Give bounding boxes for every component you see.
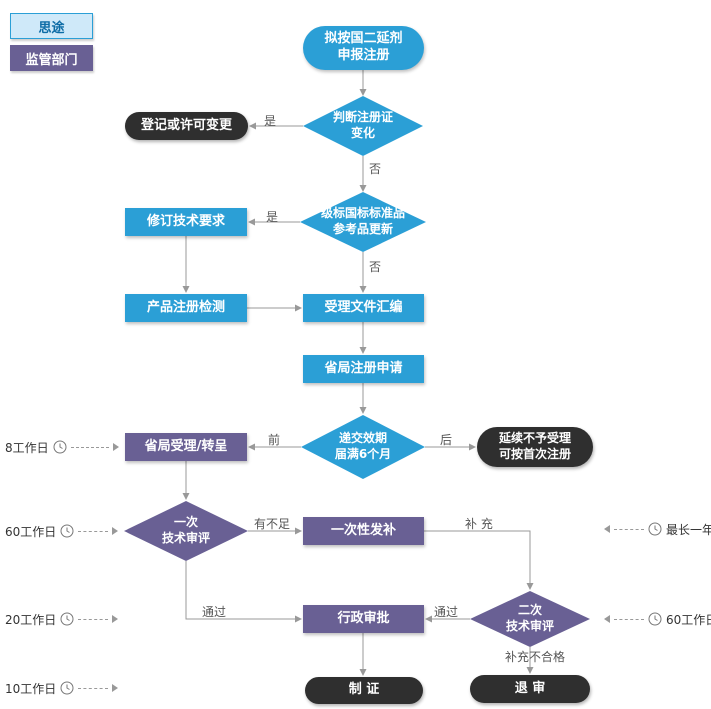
node-first-review: 一次 技术审评 — [124, 501, 248, 561]
clock-icon — [648, 612, 662, 626]
duration-label: 最长一年 — [666, 522, 711, 537]
node-second-review: 二次 技术审评 — [470, 591, 590, 647]
legend-situ: 思途 — [10, 13, 93, 39]
duration-label: 60工作日 — [5, 524, 57, 539]
node-decision-standard-update: 级标国标标准品 参考品更新 — [300, 192, 426, 252]
arrowhead-right-icon — [112, 684, 119, 692]
arrowhead-right-icon — [112, 527, 119, 535]
edge-label-yes-1: 是 — [264, 114, 277, 128]
arrowhead-right-icon — [112, 615, 119, 623]
dashed-connector — [78, 618, 109, 620]
node-product-test: 产品注册检测 — [125, 294, 247, 322]
node-provincial-application: 省局注册申请 — [303, 355, 424, 383]
dashed-connector — [614, 618, 644, 620]
clock-icon — [648, 522, 662, 536]
edge-label-insufficient: 有不足 — [254, 517, 291, 531]
dashed-connector — [70, 446, 109, 448]
node-certificate-issue: 制 证 — [305, 677, 423, 704]
dashed-connector — [614, 528, 644, 530]
clock-icon — [60, 524, 74, 538]
clock-icon — [60, 612, 74, 626]
node-document-compile: 受理文件汇编 — [303, 294, 424, 322]
node-registration-change: 登记或许可变更 — [125, 112, 248, 140]
dashed-connector — [78, 687, 109, 689]
node-admin-approval: 行政审批 — [303, 605, 424, 633]
edge-label-pass-2: 通过 — [434, 605, 459, 619]
arrowhead-left-icon — [604, 615, 610, 623]
timeline-right-one-year: 最长一年 — [604, 521, 711, 537]
timeline-left-10days: 10工作日 — [5, 680, 119, 696]
node-start: 拟按国二延剂 申报注册 — [303, 26, 424, 70]
edge-label-supplement: 补 充 — [465, 517, 493, 531]
timeline-right-60days: 60工作日 — [604, 611, 711, 627]
node-revise-requirements: 修订技术要求 — [125, 208, 247, 236]
node-decision-expiry: 递交效期 届满6个月 — [301, 415, 425, 479]
clock-icon — [53, 440, 67, 454]
edge-label-after: 后 — [440, 433, 453, 447]
duration-label: 20工作日 — [5, 612, 57, 627]
timeline-left-20days: 20工作日 — [5, 611, 119, 627]
edge-label-no-2: 否 — [369, 260, 382, 274]
dashed-connector — [78, 530, 109, 532]
duration-label: 8工作日 — [5, 440, 49, 455]
timeline-left-8days: 8工作日 — [5, 439, 119, 455]
legend-regulator: 监管部门 — [10, 45, 93, 71]
duration-label: 60工作日 — [666, 612, 711, 627]
node-refuse-review: 退 审 — [470, 675, 590, 703]
edge-label-pass-1: 通过 — [202, 605, 227, 619]
edge-label-fail: 补充不合格 — [505, 650, 566, 664]
node-supplement-request: 一次性发补 — [303, 517, 424, 545]
edge-label-before: 前 — [268, 433, 281, 447]
edge-label-yes-2: 是 — [266, 210, 279, 224]
edge-label-no-1: 否 — [369, 162, 382, 176]
node-rejection-notice: 延续不予受理 可按首次注册 — [477, 427, 593, 467]
node-decision-cert-change: 判断注册证 变化 — [303, 96, 423, 156]
timeline-left-60days: 60工作日 — [5, 523, 119, 539]
arrowhead-left-icon — [604, 525, 610, 533]
arrowhead-right-icon — [112, 443, 119, 451]
node-acceptance: 省局受理/转呈 — [125, 433, 247, 461]
clock-icon — [60, 681, 74, 695]
duration-label: 10工作日 — [5, 681, 57, 696]
